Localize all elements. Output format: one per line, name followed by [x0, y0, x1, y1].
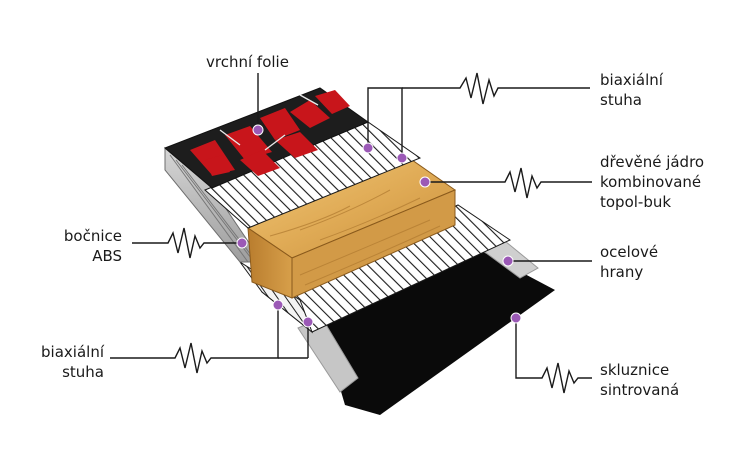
label-biaxial-bottom: biaxiální stuha: [41, 343, 104, 381]
marker-biaxial-top-2: [396, 152, 408, 164]
top-foil-pattern: [190, 90, 350, 176]
leader-lines: [110, 72, 592, 394]
label-steel-edges: ocelové hrany: [600, 243, 659, 281]
label-wood-core: dřevěné jádro kombinované topol-buk: [600, 153, 705, 211]
marker-wood-core: [419, 176, 431, 188]
marker-sidewall: [236, 237, 248, 249]
marker-steel-edge: [502, 255, 514, 267]
label-base: skluznice sintrovaná: [600, 361, 680, 399]
markers: [236, 124, 522, 328]
label-top-foil: vrchní folie: [206, 53, 289, 71]
label-sidewall: bočnice ABS: [63, 227, 122, 265]
marker-biaxial-bottom-2: [302, 316, 314, 328]
marker-biaxial-top-1: [362, 142, 374, 154]
marker-biaxial-bottom-1: [272, 299, 284, 311]
top-foil-white-scratches: [219, 94, 319, 151]
marker-top-foil: [252, 124, 264, 136]
marker-base: [510, 312, 522, 324]
base-layer: [320, 245, 555, 415]
wood-grain: [269, 189, 441, 286]
label-biaxial-top: biaxiální stuha: [600, 71, 663, 109]
